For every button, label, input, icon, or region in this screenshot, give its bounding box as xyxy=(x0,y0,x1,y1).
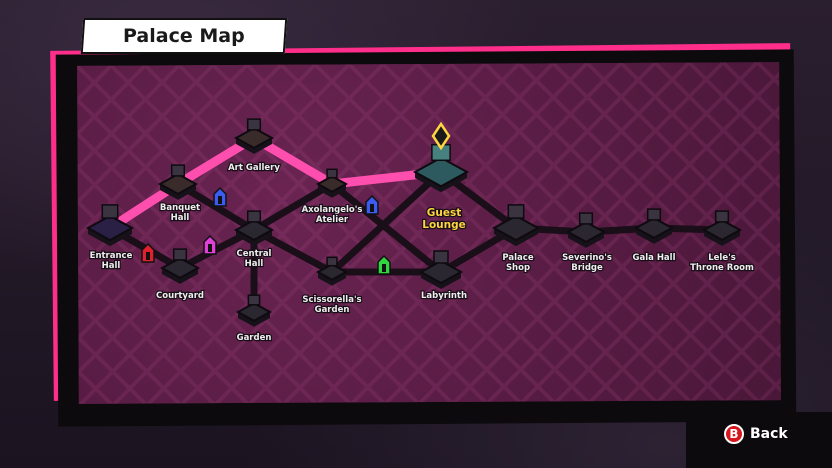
room-platform xyxy=(633,216,675,240)
room-structure xyxy=(170,164,186,177)
room-platform-side xyxy=(88,228,132,247)
room-label-line1: Severino's xyxy=(562,253,612,263)
room-platform xyxy=(157,172,199,196)
key-green-icon xyxy=(377,254,391,275)
room-structure xyxy=(326,168,338,179)
room-platform xyxy=(233,126,275,150)
room-platform-side xyxy=(415,172,467,193)
room-label-line1: Central xyxy=(237,249,272,259)
room-platform xyxy=(233,218,275,242)
room-structure xyxy=(247,294,261,306)
room-platform xyxy=(418,259,464,285)
path-axolangelos-atelier-to-labyrinth xyxy=(328,180,445,276)
back-label: Back xyxy=(750,426,788,442)
room-platform-side xyxy=(160,184,196,200)
room-label-line1: Gala Hall xyxy=(633,253,676,263)
path-scissorellas-garden-to-guest-lounge xyxy=(328,168,445,276)
room-label-line1: Labyrinth xyxy=(421,291,467,301)
room-label-line1: Guest xyxy=(427,207,461,219)
room-platform xyxy=(315,175,349,193)
room-structure xyxy=(246,118,262,131)
room-platform-side xyxy=(568,232,604,248)
room-label-line1: Axolangelo's xyxy=(302,205,363,215)
room-label-line2: Lounge xyxy=(422,219,466,231)
room-platform xyxy=(491,214,541,242)
room-platform xyxy=(412,156,470,188)
room-platform-side xyxy=(421,272,461,289)
b-button-icon: B xyxy=(724,424,744,444)
room-platform xyxy=(565,220,607,244)
room-platform-side xyxy=(236,138,272,154)
room-label-line2: Shop xyxy=(506,263,530,273)
room-structure xyxy=(101,204,119,219)
back-panel xyxy=(686,412,832,468)
room-platform xyxy=(85,214,135,242)
room-platform xyxy=(235,302,273,322)
room-structure xyxy=(507,204,525,219)
room-structure xyxy=(646,208,662,221)
current-location-marker-icon xyxy=(431,121,451,151)
room-label-line1: Banquet xyxy=(160,203,200,213)
room-label-line2: Hall xyxy=(171,213,190,223)
room-labyrinth[interactable]: Labyrinth xyxy=(418,250,468,302)
room-platform-side xyxy=(494,228,538,247)
room-structure xyxy=(714,210,730,223)
room-gala-hall[interactable]: Gala Hall xyxy=(631,208,677,264)
back-button[interactable]: B Back xyxy=(724,424,788,444)
room-label-line1: Garden xyxy=(237,333,272,343)
room-label-line1: Art Gallery xyxy=(228,163,280,173)
room-platform-side xyxy=(318,272,346,286)
room-label-line2: Atelier xyxy=(316,215,349,225)
room-garden[interactable]: Garden xyxy=(235,294,273,344)
room-label-line1: Lele's xyxy=(708,253,736,263)
room-platform xyxy=(315,263,349,281)
map-paths xyxy=(105,133,726,316)
room-label-line1: Courtyard xyxy=(156,291,204,301)
room-structure xyxy=(326,256,338,267)
room-platform-side xyxy=(238,312,270,327)
room-platform-side xyxy=(236,230,272,246)
room-platform-side xyxy=(162,268,198,284)
room-structure xyxy=(246,210,262,223)
room-art-gallery[interactable]: Art Gallery xyxy=(227,118,282,174)
key-blue-2-icon xyxy=(365,194,379,215)
room-label-line1: Palace xyxy=(502,253,533,263)
room-platform xyxy=(701,218,743,242)
room-label-line2: Hall xyxy=(102,261,121,271)
room-label-line2: Bridge xyxy=(571,263,603,273)
key-blue-1-icon xyxy=(213,186,227,207)
room-platform xyxy=(159,256,201,280)
room-platform-side xyxy=(318,184,346,198)
room-label-line2: Hall xyxy=(245,259,264,269)
key-magenta-icon xyxy=(203,234,217,255)
room-courtyard[interactable]: Courtyard xyxy=(155,248,205,302)
room-structure xyxy=(172,248,188,261)
room-structure xyxy=(433,250,449,264)
room-platform-side xyxy=(704,230,740,246)
room-structure xyxy=(578,212,594,225)
map-keys xyxy=(141,186,391,275)
room-label-line1: Scissorella's xyxy=(302,295,361,305)
room-label-line1: Entrance xyxy=(90,251,133,261)
room-label-line2: Throne Room xyxy=(690,263,754,273)
key-red-icon xyxy=(141,242,155,263)
room-platform-side xyxy=(636,228,672,244)
path-central-hall-to-axolangelos-atelier xyxy=(250,180,336,234)
room-label-line2: Garden xyxy=(315,305,350,315)
